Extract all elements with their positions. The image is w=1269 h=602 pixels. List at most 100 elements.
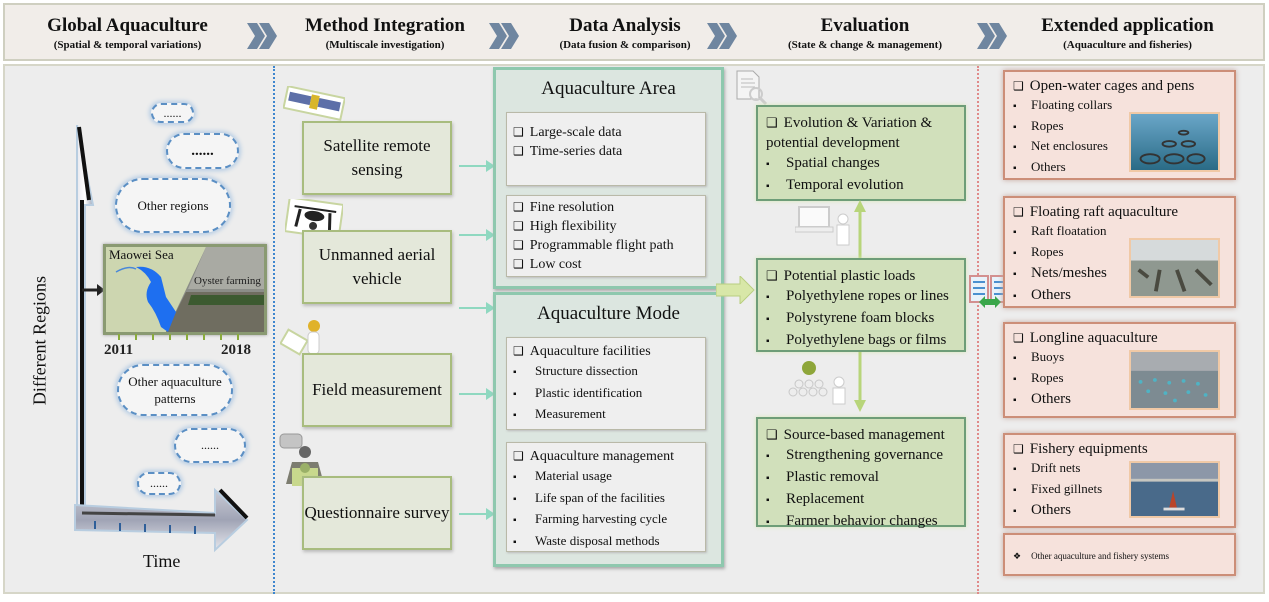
satellite-data-box: Large-scale data Time-series data (506, 112, 706, 186)
management-box: Aquaculture management Material usage Li… (506, 442, 706, 552)
list-heading: Longline aquaculture (1013, 328, 1226, 348)
facilities-box: Aquaculture facilities Structure dissect… (506, 337, 706, 430)
cage-photo (1129, 112, 1220, 172)
aquaculture-area-panel: Aquaculture Area Large-scale data Time-s… (493, 67, 724, 289)
year-start: 2011 (104, 342, 134, 358)
header-subtitle: (Aquaculture and fisheries) (1063, 39, 1192, 51)
chevron-right-icon (489, 23, 519, 49)
divider-red (977, 66, 979, 594)
method-label: Questionnaire survey (304, 503, 450, 522)
divider-blue (273, 66, 275, 594)
method-unmanned-aerial-vehicle: Unmanned aerial vehicle (302, 230, 452, 304)
header-subtitle: (State & change & management) (788, 39, 942, 51)
header-title: Evaluation (820, 15, 910, 36)
list-item: Farming harvesting cycle (513, 509, 699, 531)
list-item: Large-scale data (513, 123, 699, 142)
drone-icon (285, 199, 343, 239)
method-label: Satellite remote sensing (323, 136, 431, 179)
header-extended-application: Extended application (Aquaculture and fi… (1015, 15, 1240, 53)
list-item: Spatial changes (766, 153, 956, 175)
list-heading: Aquaculture management (513, 447, 699, 466)
arrow-right (459, 388, 495, 400)
list-item: High flexibility (513, 217, 699, 236)
list-item: Net enclosures (1013, 137, 1226, 158)
map-label: Maowei Sea (109, 247, 174, 262)
list-item: Buoys (1013, 348, 1226, 369)
computer-user-icon (795, 206, 850, 246)
list-item: Material usage (513, 466, 699, 488)
list-item: Farmer behavior changes (766, 511, 956, 533)
header-bar: Global Aquaculture (Spatial & temporal v… (3, 3, 1265, 61)
list-heading: Floating raft aquaculture (1013, 202, 1226, 222)
arrow-right (459, 229, 495, 241)
list-heading: Open-water cages and pens (1013, 76, 1226, 96)
chevron-right-icon (247, 23, 277, 49)
region-cloud-other-regions: Other regions (115, 178, 231, 233)
timeline-ticks (118, 334, 239, 340)
list-item: Measurement (513, 404, 699, 426)
list-item: Ropes (1013, 117, 1226, 138)
time-region-axes (74, 125, 249, 553)
extended-fishery-box: Fishery equipments Drift nets Fixed gill… (1003, 433, 1236, 528)
fishery-photo (1129, 461, 1220, 518)
panel-title: Aquaculture Area (541, 78, 676, 99)
panel-title: Aquaculture Mode (537, 303, 680, 324)
satellite-icon (283, 86, 345, 121)
header-data-analysis: Data Analysis (Data fusion & comparison) (525, 15, 725, 53)
list-item: Ropes (1013, 243, 1226, 264)
region-cloud: ...... (137, 472, 181, 495)
arrow-right (459, 508, 495, 520)
list-item: Replacement (766, 489, 956, 511)
evolution-box: Evolution & Variation & potential develo… (756, 105, 966, 201)
list-item: Life span of the facilities (513, 488, 699, 510)
list-item: Strengthening governance (766, 445, 956, 467)
plastic-loads-box: Potential plastic loads Polyethylene rop… (756, 258, 966, 352)
method-satellite-remote-sensing: Satellite remote sensing (302, 121, 452, 195)
list-item: Others (1013, 158, 1226, 179)
extended-longline-box: Longline aquaculture Buoys Ropes Others (1003, 322, 1236, 418)
year-end: 2018 (221, 342, 251, 358)
list-item: Others (1013, 285, 1226, 307)
list-item: Temporal evolution (766, 175, 956, 197)
header-evaluation: Evaluation (State & change & management) (755, 15, 975, 53)
header-subtitle: (Spatial & temporal variations) (53, 39, 202, 51)
list-item: Low cost (513, 255, 699, 274)
list-item: Plastic removal (766, 467, 956, 489)
photo-label: Oyster farming (194, 275, 261, 287)
method-label: Unmanned aerial vehicle (318, 245, 436, 288)
chevron-right-icon (707, 23, 737, 49)
arrow-right (459, 160, 495, 172)
list-heading: Source-based management (766, 425, 956, 445)
extended-raft-box: Floating raft aquaculture Raft floatatio… (1003, 196, 1236, 308)
list-item: Others (1013, 389, 1226, 411)
header-subtitle: (Data fusion & comparison) (559, 39, 691, 51)
management-box: Source-based management Strengthening go… (756, 417, 966, 529)
header-title: Global Aquaculture (47, 15, 208, 36)
header-title: Data Analysis (569, 15, 681, 36)
list-item: Structure dissection (513, 361, 699, 383)
block-arrow-right-icon (716, 276, 755, 304)
list-item: Ropes (1013, 369, 1226, 390)
list-heading: Potential plastic loads (766, 266, 956, 286)
header-global-aquaculture: Global Aquaculture (Spatial & temporal v… (15, 15, 240, 53)
list-item: Fine resolution (513, 198, 699, 217)
list-item: Drift nets (1013, 459, 1226, 480)
region-cloud: ...... (166, 133, 239, 169)
method-field-measurement: Field measurement (302, 353, 452, 427)
header-title: Method Integration (305, 15, 465, 36)
document-search-icon (736, 70, 768, 106)
method-questionnaire-survey: Questionnaire survey (302, 476, 452, 550)
list-item: Fixed gillnets (1013, 480, 1226, 501)
list-heading: Evolution & Variation & potential develo… (766, 113, 956, 153)
y-axis-label: Different Regions (29, 275, 50, 406)
other-systems-label: Other aquaculture and fishery systems (1031, 551, 1170, 561)
list-item: Programmable flight path (513, 236, 699, 255)
list-item: Nets/meshes (1013, 263, 1226, 285)
organization-user-icon (788, 361, 846, 405)
header-subtitle: (Multiscale investigation) (325, 39, 445, 51)
list-item: Time-series data (513, 142, 699, 161)
list-item: Polyethylene bags or films (766, 330, 956, 352)
header-method-integration: Method Integration (Multiscale investiga… (285, 15, 485, 53)
list-item: Polyethylene ropes or lines (766, 286, 956, 308)
region-cloud: ...... (174, 428, 246, 463)
